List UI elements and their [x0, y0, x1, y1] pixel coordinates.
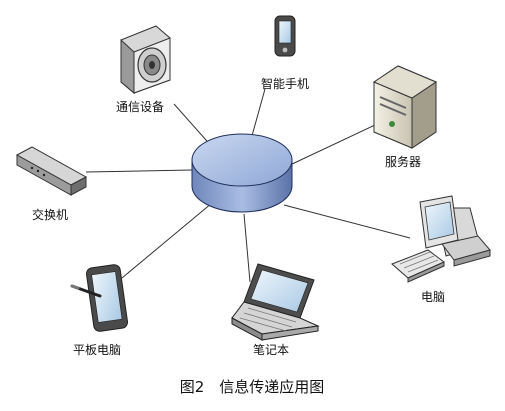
- desktop-computer-icon: [391, 195, 491, 283]
- link-laptop: [243, 213, 251, 283]
- label-server: 服务器: [385, 154, 421, 169]
- label-comm-device: 通信设备: [116, 100, 164, 114]
- network-switch-icon: [15, 146, 88, 196]
- label-laptop: 笔记本: [253, 342, 289, 357]
- figure-caption: 图2 信息传递应用图: [180, 378, 325, 396]
- server-tower-icon: [372, 65, 438, 149]
- link-smartphone: [249, 88, 266, 144]
- label-computer: 电脑: [421, 290, 445, 304]
- connection-lines: [85, 88, 411, 283]
- link-server: [289, 124, 376, 166]
- label-switch: 交换机: [32, 207, 68, 222]
- link-tablet: [121, 202, 213, 279]
- label-tablet: 平板电脑: [73, 343, 121, 357]
- communication-device-icon: [120, 25, 171, 95]
- laptop-icon: [231, 263, 320, 341]
- network-hub-icon: [191, 133, 293, 213]
- link-computer: [283, 204, 411, 239]
- link-switch: [85, 169, 193, 173]
- tablet-icon: [70, 264, 129, 332]
- label-smartphone: 智能手机: [261, 76, 309, 91]
- smartphone-icon: [274, 15, 296, 57]
